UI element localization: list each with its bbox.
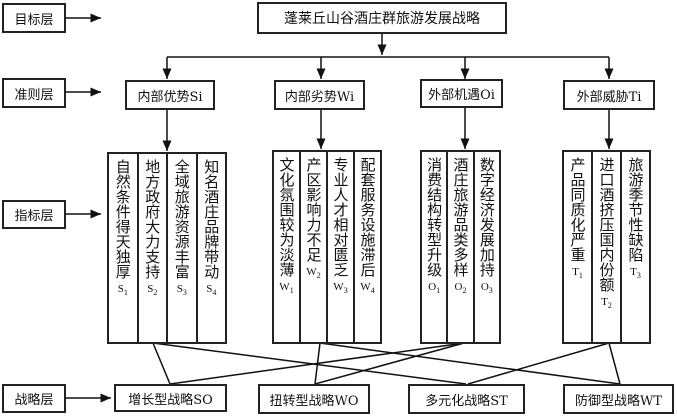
indicator-text: 知名酒庄品牌带动 [202, 159, 221, 279]
indicator-code: T2 [601, 296, 612, 311]
indicator-text: 自然条件得天独厚 [113, 159, 132, 279]
indicator-text: 旅游季节性缺陷 [626, 157, 645, 262]
indicator-group-t: 产品同质化严重 T1 进口酒挤压国内份额 T2 旅游季节性缺陷 T3 [562, 150, 651, 344]
indicator-group-o: 消费结构转型升级 O1 酒庄旅游品类多样 O2 数字经济发展加持 O3 [420, 150, 501, 344]
indicator-o3: 数字经济发展加持 O3 [475, 152, 499, 342]
indicator-w4: 配套服务设施滞后 W4 [355, 152, 380, 342]
goal-box: 蓬莱丘山谷酒庄群旅游发展战略 [257, 2, 507, 34]
strategy-layer-label: 战略层 [2, 384, 66, 413]
strategy-so: 增长型战略SO [114, 384, 227, 412]
indicator-code: W2 [306, 266, 321, 281]
indicator-text: 专业人才相对匮乏 [331, 157, 350, 277]
indicator-t2: 进口酒挤压国内份额 T2 [593, 152, 622, 342]
goal-layer-label: 目标层 [2, 3, 66, 33]
indicator-code: T3 [630, 266, 641, 281]
indicator-code: O3 [480, 281, 493, 296]
indicator-text: 产区影响力不足 [304, 157, 323, 262]
indicator-code: O1 [428, 281, 441, 296]
indicator-text: 数字经济发展加持 [477, 157, 496, 277]
criteria-threats: 外部威胁Ti [563, 80, 655, 110]
indicator-text: 配套服务设施滞后 [358, 157, 377, 277]
strategy-st: 多元化战略ST [408, 384, 525, 414]
indicator-text: 进口酒挤压国内份额 [597, 157, 616, 292]
indicator-w1: 文化氛围较为淡薄 W1 [274, 152, 301, 342]
criteria-layer-label: 准则层 [2, 78, 66, 108]
strategy-wt: 防御型战略WT [563, 384, 674, 414]
indicator-text: 酒庄旅游品类多样 [451, 157, 470, 277]
indicator-code: W3 [333, 281, 348, 296]
indicator-code: T1 [572, 266, 583, 281]
indicator-s3: 全域旅游资源丰富 S3 [168, 154, 198, 342]
indicator-w2: 产区影响力不足 W2 [301, 152, 328, 342]
indicator-w3: 专业人才相对匮乏 W3 [328, 152, 355, 342]
strategy-wo: 扭转型战略WO [258, 384, 370, 414]
indicator-text: 产品同质化严重 [568, 157, 587, 262]
indicator-t1: 产品同质化严重 T1 [564, 152, 593, 342]
indicator-code: S4 [206, 283, 217, 298]
indicator-s4: 知名酒庄品牌带动 S4 [198, 154, 226, 342]
indicator-code: O2 [454, 281, 467, 296]
indicator-text: 地方政府大力支持 [143, 159, 162, 279]
indicator-group-s: 自然条件得天独厚 S1 地方政府大力支持 S2 全域旅游资源丰富 S3 知名酒庄品牌带… [107, 152, 227, 344]
indicator-t3: 旅游季节性缺陷 T3 [622, 152, 649, 342]
indicator-s1: 自然条件得天独厚 S1 [109, 154, 139, 342]
indicator-o1: 消费结构转型升级 O1 [422, 152, 449, 342]
indicator-s2: 地方政府大力支持 S2 [139, 154, 168, 342]
indicator-code: W4 [360, 281, 375, 296]
indicator-text: 文化氛围较为淡薄 [277, 157, 296, 277]
indicator-layer-label: 指标层 [2, 200, 66, 229]
indicator-text: 全域旅游资源丰富 [172, 159, 191, 279]
indicator-code: W1 [279, 281, 294, 296]
indicator-text: 消费结构转型升级 [425, 157, 444, 277]
criteria-strengths: 内部优势Si [125, 80, 215, 110]
criteria-weaknesses: 内部劣势Wi [274, 80, 365, 110]
indicator-o2: 酒庄旅游品类多样 O2 [448, 152, 475, 342]
indicator-code: S2 [147, 283, 158, 298]
criteria-opportunities: 外部机遇Oi [420, 79, 503, 108]
indicator-code: S3 [176, 283, 187, 298]
indicator-code: S1 [117, 283, 128, 298]
indicator-group-w: 文化氛围较为淡薄 W1 产区影响力不足 W2 专业人才相对匮乏 W3 配套服务设施滞后… [272, 150, 382, 344]
